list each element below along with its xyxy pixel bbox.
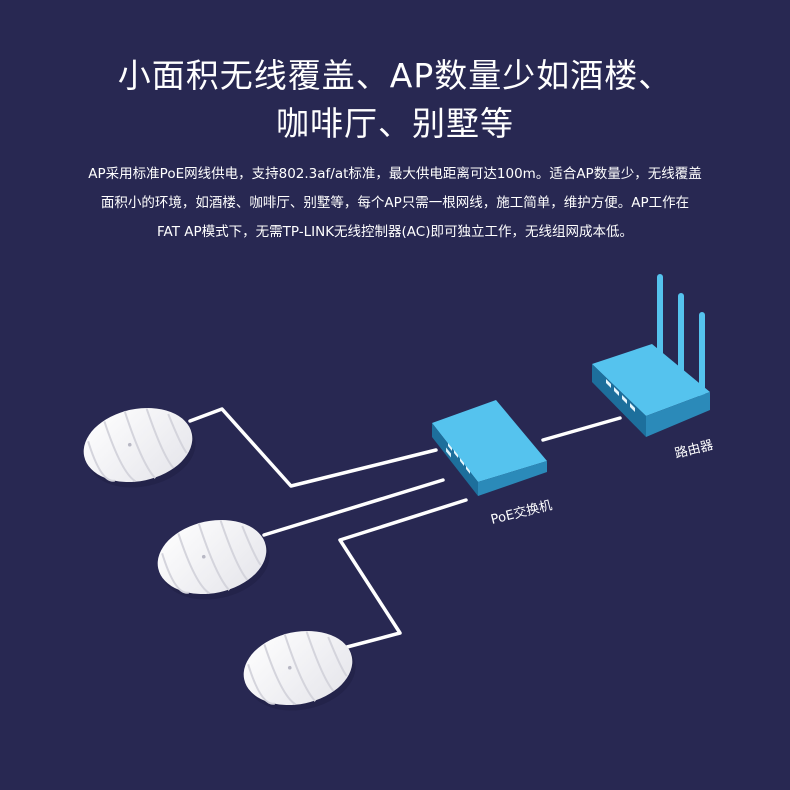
switch-front bbox=[432, 423, 478, 496]
access-point-3 bbox=[243, 630, 356, 711]
ap-led-icon bbox=[287, 665, 292, 670]
cable-ap3-switch bbox=[338, 498, 468, 649]
router-antenna-3 bbox=[699, 312, 705, 402]
access-point-1 bbox=[83, 407, 196, 488]
description-line-1: AP采用标准PoE网线供电，支持802.3af/at标准，最大供电距离可达100… bbox=[88, 166, 702, 182]
cable-ap1-switch bbox=[188, 407, 438, 488]
cable-ap2-switch bbox=[262, 478, 445, 537]
router-right-side bbox=[646, 392, 710, 437]
description-text: AP采用标准PoE网线供电，支持802.3af/at标准，最大供电距离可达100… bbox=[60, 160, 730, 247]
access-point-2 bbox=[157, 519, 270, 600]
ap-led-icon bbox=[201, 554, 206, 559]
switch-top bbox=[432, 400, 547, 482]
switch-label: PoE交换机 bbox=[489, 497, 554, 528]
switch-port-icons bbox=[448, 443, 470, 474]
title-line-2: 咖啡厅、别墅等 bbox=[276, 104, 514, 143]
title-line-1: 小面积无线覆盖、AP数量少如酒楼、 bbox=[117, 56, 673, 95]
router-label: 路由器 bbox=[673, 437, 715, 462]
router-port-icons bbox=[606, 379, 635, 412]
description-line-3: FAT AP模式下，无需TP-LINK无线控制器(AC)即可独立工作，无线组网成… bbox=[157, 224, 633, 240]
poe-switch bbox=[432, 400, 547, 496]
router-front bbox=[592, 364, 646, 437]
switch-right-side bbox=[478, 461, 547, 496]
page-title: 小面积无线覆盖、AP数量少如酒楼、 咖啡厅、别墅等 bbox=[0, 52, 790, 148]
description-line-2: 面积小的环境，如酒楼、咖啡厅、别墅等，每个AP只需一根网线，施工简单，维护方便。… bbox=[100, 195, 690, 211]
switch-ports bbox=[446, 447, 451, 458]
router-top bbox=[592, 344, 710, 416]
ap-led-icon bbox=[127, 442, 132, 447]
cable-switch-router bbox=[541, 416, 622, 442]
network-cables bbox=[188, 407, 622, 649]
router bbox=[592, 274, 710, 437]
router-antenna-2 bbox=[678, 293, 684, 391]
